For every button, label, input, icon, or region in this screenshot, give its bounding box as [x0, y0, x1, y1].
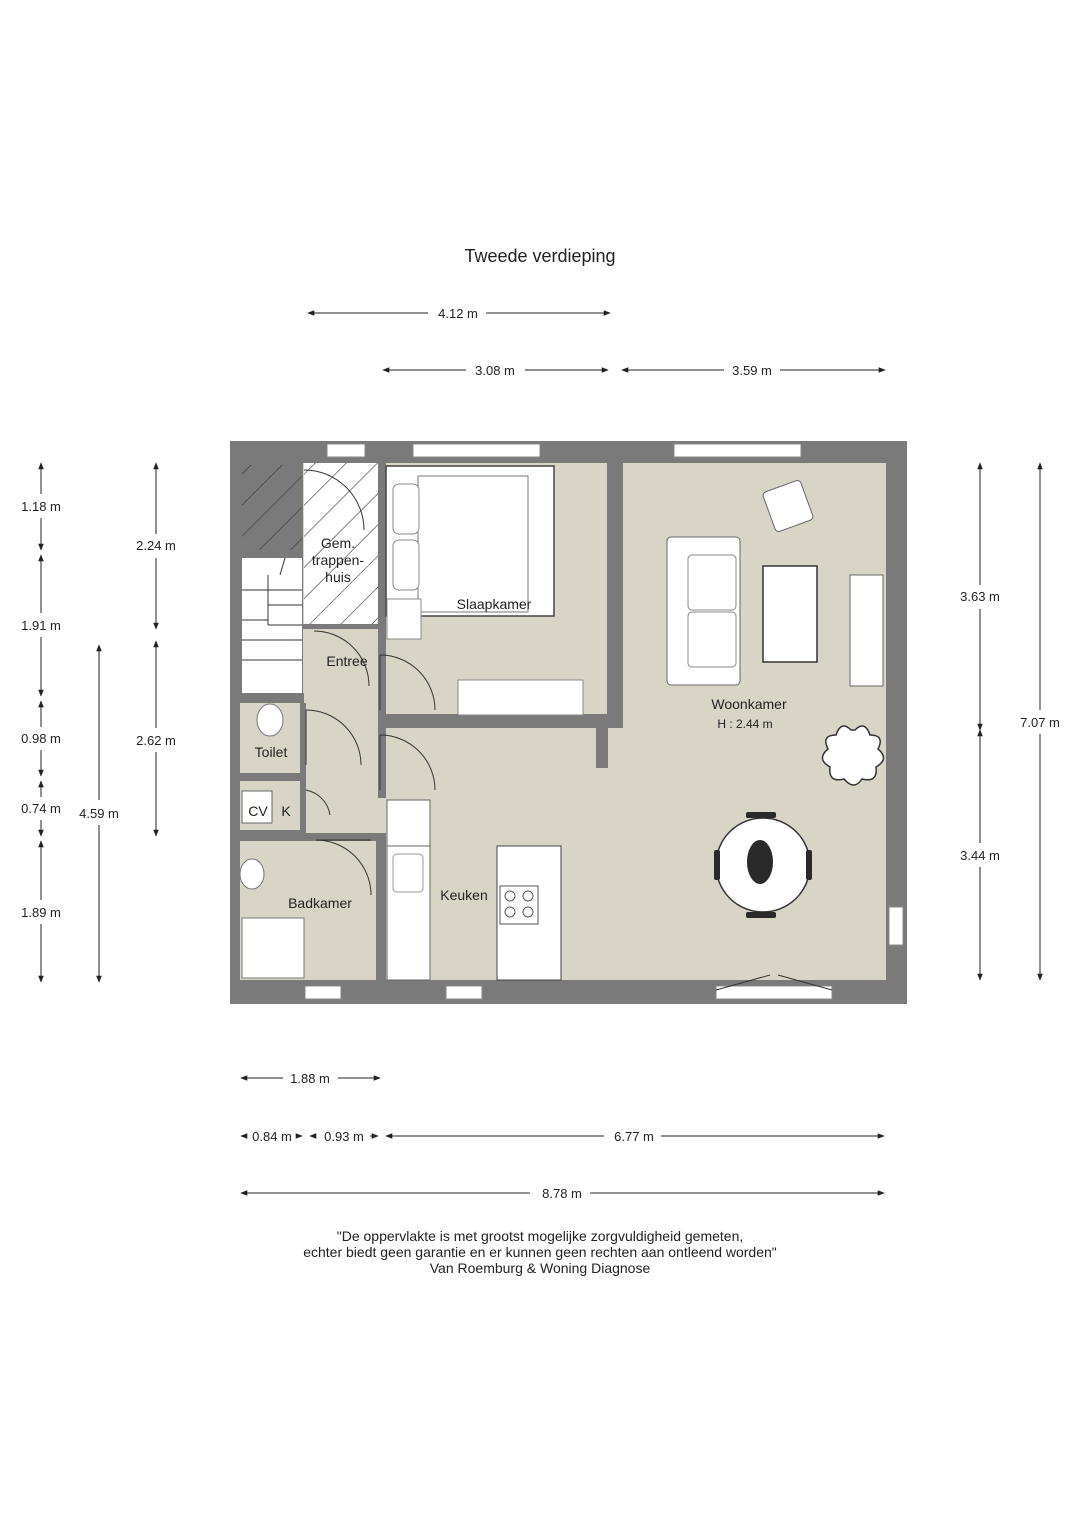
armchair [762, 480, 814, 532]
bath-toilet [239, 858, 265, 890]
wall-slaap-bottom [380, 714, 623, 728]
dim-left-1-91: 1.91 m [21, 618, 61, 633]
dim-right-3-44: 3.44 m [960, 848, 1000, 863]
plant [821, 725, 885, 786]
wall-column [596, 728, 608, 768]
dim-left-2-24: 2.24 m [136, 538, 176, 553]
sink-basin [392, 853, 424, 893]
dim-bottom-0-93: 0.93 m [324, 1129, 364, 1144]
cv-unit [241, 790, 273, 824]
dining-chairs [714, 812, 812, 918]
building [230, 441, 907, 1004]
dimension-lines [38, 310, 1043, 1196]
cooktop [499, 885, 539, 925]
disclaimer-line-3: Van Roemburg & Woning Diagnose [429, 1260, 651, 1276]
dim-bottom-8-78: 8.78 m [542, 1186, 582, 1201]
dim-right-7-07: 7.07 m [1020, 715, 1060, 730]
wall-entree-right-low [376, 833, 386, 980]
stair-hatch-top [242, 465, 302, 550]
doors [303, 469, 833, 991]
windows [304, 443, 904, 1000]
room-labels: Gem. trappen- huis Slaapkamer Entree Toi… [248, 535, 787, 911]
dim-left-0-98: 0.98 m [21, 731, 61, 746]
label-woonkamer-height: H : 2.44 m [717, 717, 772, 731]
wall-stair-vertical [378, 463, 386, 798]
wall-slaap-right [607, 463, 623, 721]
label-keuken: Keuken [440, 887, 487, 903]
stair-steps-lines [242, 557, 302, 661]
wall-stair-entree [302, 624, 380, 629]
wall-wc-right [300, 703, 306, 833]
bath-shower [241, 917, 305, 979]
dim-right-3-63: 3.63 m [960, 589, 1000, 604]
label-cv: CV [248, 803, 268, 819]
dim-top-3-59: 3.59 m [732, 363, 772, 378]
dim-top-3-08: 3.08 m [475, 363, 515, 378]
dim-bottom-1-88: 1.88 m [290, 1071, 330, 1086]
label-stair-2: trappen- [312, 552, 364, 568]
wall-bath-top [240, 833, 380, 841]
dimension-labels: 4.12 m 3.08 m 3.59 m 1.18 m 1.91 m 0.98 … [21, 306, 1060, 1201]
page-title: Tweede verdieping [464, 246, 616, 266]
pillow-2 [392, 539, 420, 591]
label-woonkamer: Woonkamer [711, 696, 787, 712]
stair-hall-hatch [304, 463, 378, 626]
bed-mattress [417, 475, 529, 613]
coffee-table [762, 565, 818, 663]
dim-left-2-62: 2.62 m [136, 733, 176, 748]
label-stair-3: huis [325, 569, 351, 585]
entree-floor [304, 626, 380, 980]
disclaimer-line-2: echter biedt geen garantie en er kunnen … [303, 1244, 777, 1260]
dim-bottom-0-84: 0.84 m [252, 1129, 292, 1144]
label-stair-1: Gem. [321, 535, 355, 551]
dim-top-4-12: 4.12 m [438, 306, 478, 321]
wall-toilet-bottom [240, 773, 304, 781]
disclaimer-line-1: "De oppervlakte is met grootst mogelijke… [336, 1228, 744, 1244]
dim-bottom-6-77: 6.77 m [614, 1129, 654, 1144]
dim-left-1-18: 1.18 m [21, 499, 61, 514]
dim-left-4-59: 4.59 m [79, 806, 119, 821]
desk [457, 679, 584, 716]
label-entree: Entree [326, 653, 367, 669]
wall-toilet-left [240, 693, 304, 703]
sofa-seat-1 [687, 554, 737, 611]
label-badkamer: Badkamer [288, 895, 352, 911]
disclaimer: "De oppervlakte is met grootst mogelijke… [0, 1228, 1080, 1276]
dim-left-0-74: 0.74 m [21, 801, 61, 816]
fridge [386, 799, 431, 847]
pillow-1 [392, 483, 420, 535]
tv-cabinet [849, 574, 884, 687]
dim-left-1-89: 1.89 m [21, 905, 61, 920]
label-toilet: Toilet [255, 744, 288, 760]
sofa-seat-2 [687, 611, 737, 668]
label-slaapkamer: Slaapkamer [457, 596, 532, 612]
label-k: K [281, 803, 291, 819]
table-plant [747, 840, 773, 884]
nightstand [386, 598, 422, 640]
toilet-bowl [256, 703, 284, 737]
